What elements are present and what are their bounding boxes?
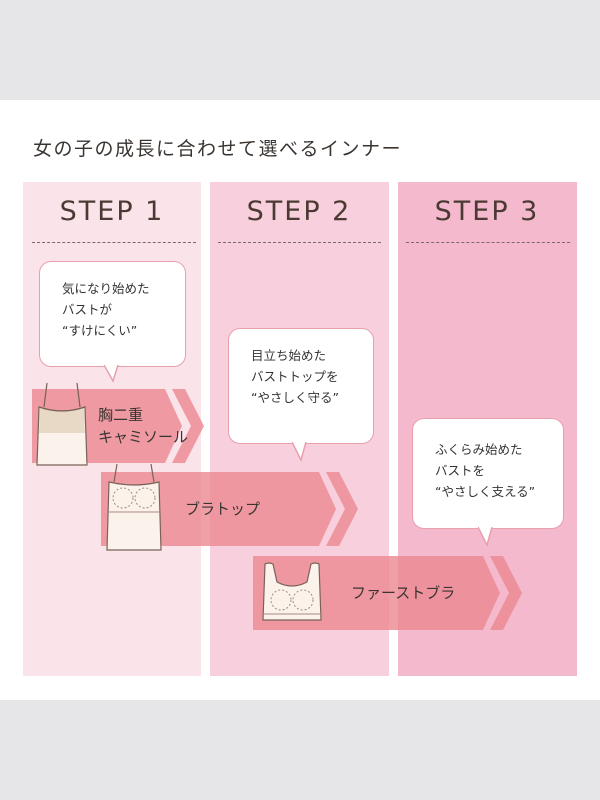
bubble-line: ふくらみ始めた	[435, 442, 523, 457]
camisole-icon	[36, 382, 88, 466]
camisole-label-line1: 胸二重	[98, 406, 144, 424]
step-3-divider	[406, 242, 570, 243]
step-2-label: STEP 2	[246, 196, 352, 227]
bubble-line: 気になり始めた	[62, 281, 150, 296]
step-2-bubble: 目立ち始めた バストトップを “やさしく守る”	[228, 328, 374, 444]
bubble-line: 目立ち始めた	[251, 348, 327, 363]
first-bra-label: ファーストブラ	[351, 584, 456, 602]
step-3-label: STEP 3	[434, 196, 540, 227]
bubble-line: バストが	[62, 302, 113, 317]
bra-top-label: ブラトップ	[185, 500, 261, 518]
step-2-bubble-tail	[292, 442, 307, 462]
first-bra-icon	[262, 562, 322, 621]
step-1-label: STEP 1	[59, 196, 165, 227]
step-3-bubble-tail	[478, 527, 493, 547]
bubble-line: “すけにくい”	[62, 323, 138, 338]
step-3-bubble: ふくらみ始めた バストを “やさしく支える”	[412, 418, 564, 529]
step-1-divider	[32, 242, 196, 243]
page-title: 女の子の成長に合わせて選べるインナー	[33, 138, 403, 160]
step-1-bubble-tail	[104, 365, 119, 383]
camisole-label: 胸二重 キャミソール	[98, 404, 188, 448]
bra-top-icon	[106, 463, 162, 551]
camisole-label-line2: キャミソール	[98, 428, 189, 446]
bubble-line: “やさしく支える”	[435, 484, 536, 499]
step-2-divider	[218, 242, 381, 243]
bubble-line: バストトップを	[251, 369, 339, 384]
bubble-line: “やさしく守る”	[251, 390, 339, 405]
bubble-line: バストを	[435, 463, 486, 478]
step-1-bubble: 気になり始めた バストが “すけにくい”	[39, 261, 186, 367]
